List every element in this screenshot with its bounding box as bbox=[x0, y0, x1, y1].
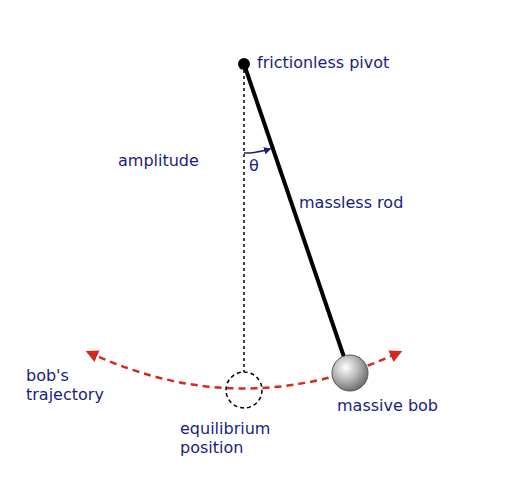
angle-arc bbox=[244, 149, 270, 153]
trajectory-label: bob's trajectory bbox=[26, 366, 116, 404]
rod-label: massless rod bbox=[299, 193, 403, 212]
angle-symbol: θ bbox=[249, 156, 259, 175]
amplitude-label: amplitude bbox=[118, 151, 199, 170]
pivot-label: frictionless pivot bbox=[257, 53, 389, 72]
pivot-dot bbox=[238, 58, 250, 70]
bob-sphere bbox=[332, 355, 368, 391]
equilibrium-label: equilibrium position bbox=[180, 419, 300, 457]
bob-label: massive bob bbox=[337, 396, 438, 415]
equilibrium-circle bbox=[226, 372, 262, 408]
vertical-reference bbox=[243, 64, 245, 372]
